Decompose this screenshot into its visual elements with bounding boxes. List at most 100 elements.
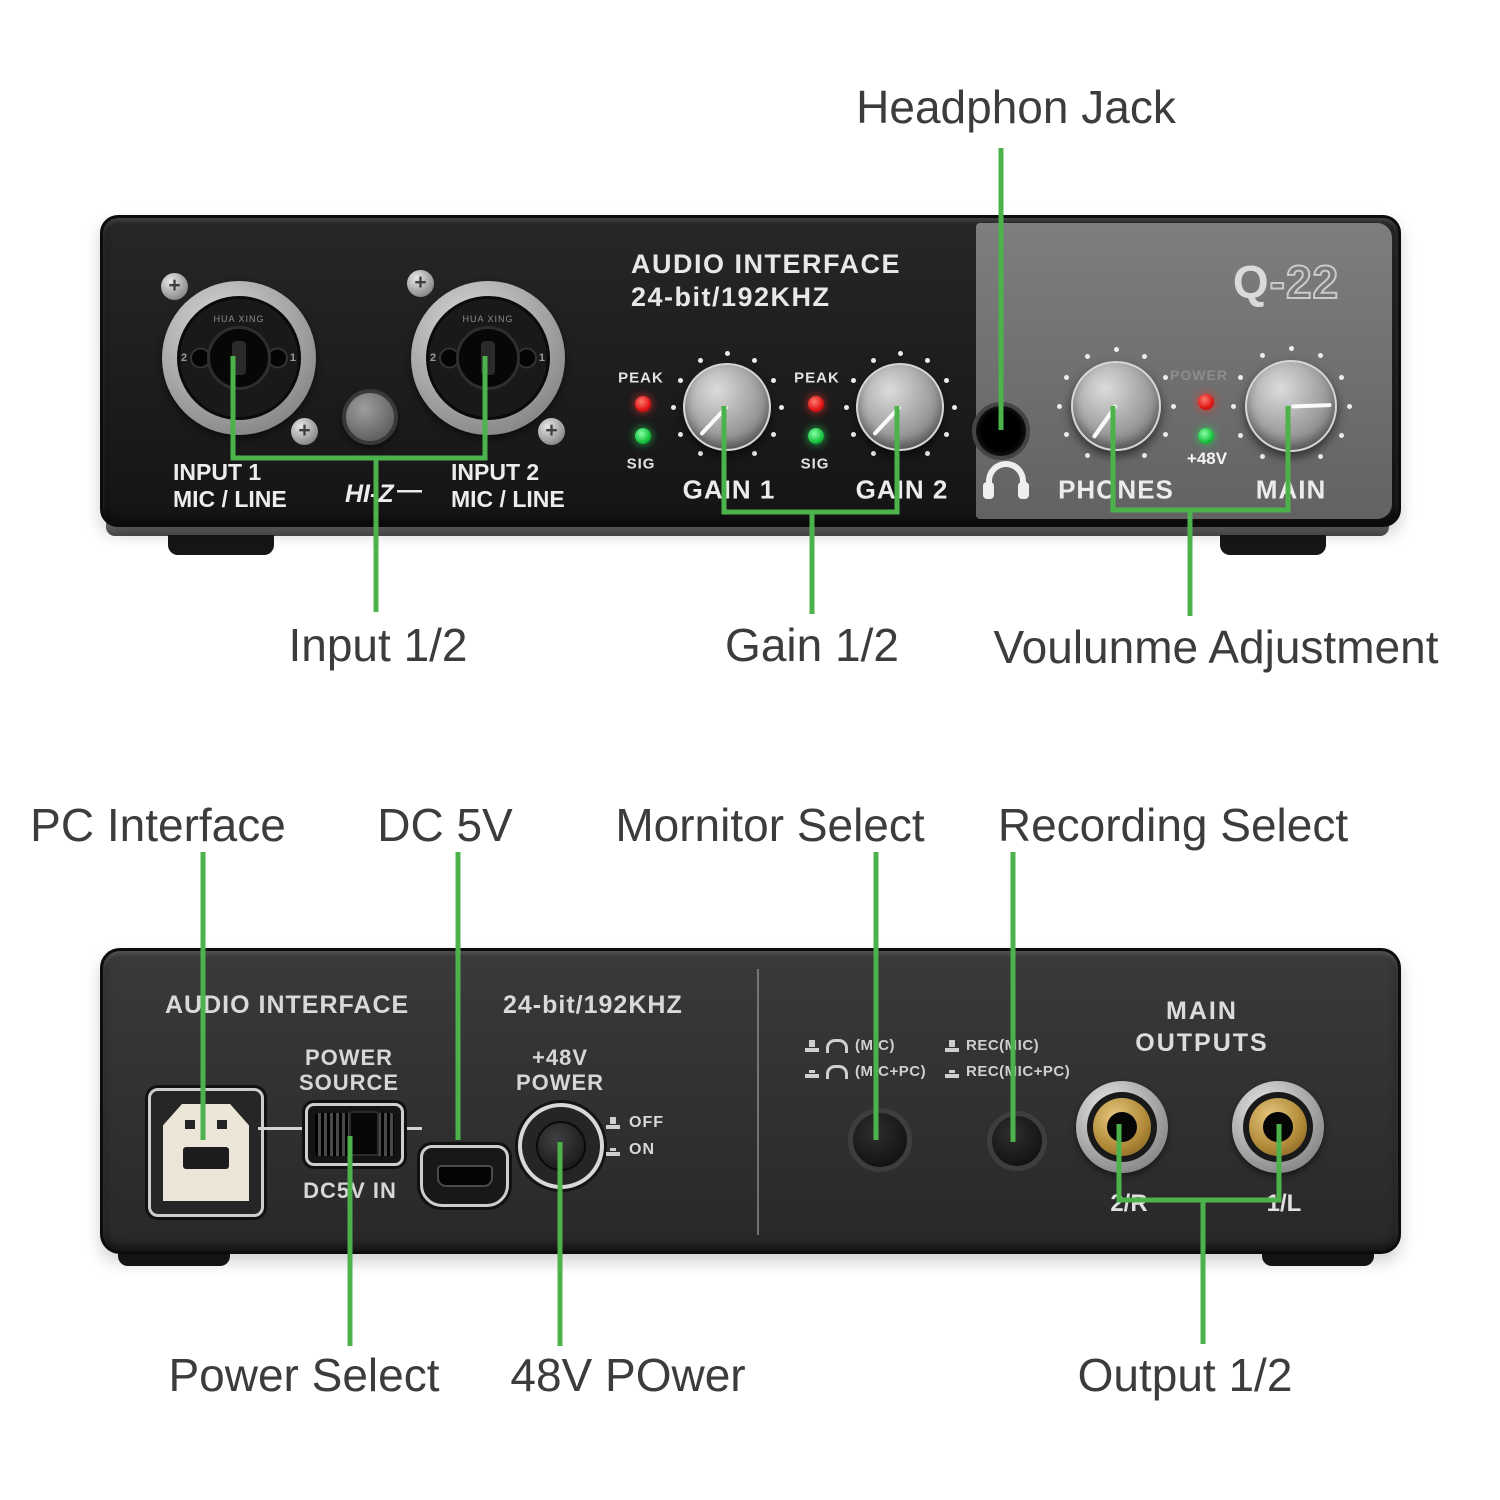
xlr-combo-jack-2: HUA XING 2 1 [411,281,565,435]
knob-tick-dot [1162,432,1168,437]
knob-tick-dot [850,377,856,383]
input2-mic-line: MIC / LINE [451,486,565,512]
panel-divider [757,969,759,1235]
knob-tick-dot [944,377,950,383]
headphone-arc-icon [826,1064,848,1079]
label-headphone-jack: Headphon Jack [856,81,1176,133]
screw-icon [407,270,434,297]
screw-icon [161,273,188,300]
button-in-icon [805,1066,819,1078]
sig-label-2: SIG [800,455,830,473]
audio-interface-back-panel: AUDIO INTERFACE 24-bit/192KHZ POWER SOUR… [100,948,1401,1254]
monitor-mode-row-1: (MIC) [805,1037,895,1054]
knob-tick-dot [1113,346,1119,352]
button-out-icon [805,1039,819,1052]
sig-led-1 [635,428,651,444]
monitor-select-button [848,1108,912,1172]
label-output-1-2: Output 1/2 [1077,1349,1293,1401]
xlr-latch-slot [232,341,246,375]
xlr-pin-number: 2 [181,352,188,364]
xlr-pin-number: 2 [430,352,437,364]
label-gain-1-2: Gain 1/2 [725,619,899,671]
input1-mic-line: MIC / LINE [173,486,287,512]
panel-link-line [258,1127,305,1130]
panel-link-line [398,1127,422,1130]
knob-tick-dot [870,357,876,363]
knob-tick-dot [924,451,930,457]
input1-label: INPUT 1 [173,459,262,485]
label-pc-interface: PC Interface [30,799,286,851]
headphone-pad [983,482,994,499]
jack-hole [1263,1112,1293,1142]
label-power-select: Power Select [168,1349,440,1401]
label-input-1-2: Input 1/2 [288,619,468,671]
label-48v-power: 48V POwer [510,1349,746,1401]
screw-icon [538,418,565,445]
on-label: ON [629,1141,655,1158]
power-source-caption: POWER SOURCE [299,1045,399,1095]
knob-tick-dot [843,404,849,410]
knob-tick-dot [677,431,683,437]
knob-pointer [699,405,729,437]
knob-tick-dot [1230,403,1236,409]
headphone-pad [1018,482,1029,499]
hi-z-label: HI-Z [345,480,394,508]
hi-z-dash: — [397,476,422,504]
usb-slot [183,1147,229,1170]
knob-tick-dot [1317,453,1323,459]
xlr-brand-text: HUA XING [213,314,265,324]
knob-tick-dot [1338,374,1344,380]
xlr-brand-text: HUA XING [462,314,514,324]
usb-b-connector [163,1104,249,1201]
hi-z-button [342,389,398,445]
input2-caption: INPUT 2 MIC / LINE [451,459,565,513]
p48-power-line2: POWER [515,1070,605,1095]
audio-interface-front-panel: HUA XING 2 1 HUA XING 2 1 AUDIO INTER [100,215,1401,527]
input1-caption: INPUT 1 MIC / LINE [173,459,287,513]
peak-led-1 [635,396,651,412]
dc5v-in-label: DC5V IN [303,1178,397,1203]
gain2-label: GAIN 2 [855,474,949,505]
peak-label-2: PEAK [794,369,840,387]
xlr-face: HUA XING 2 1 [426,296,550,420]
monitor-mode-2: (MIC+PC) [855,1063,927,1080]
knob-tick-dot [897,350,903,356]
peak-led-2 [808,396,824,412]
knob-tick-dot [1259,353,1265,359]
input2-label: INPUT 2 [451,459,540,485]
recording-mode-row-2: REC(MIC+PC) [945,1063,1070,1080]
knob-tick-dot [771,431,777,437]
headphone-jack [972,402,1030,460]
phones-knob [1071,361,1161,451]
phones-label: PHONES [1058,474,1174,505]
p48-power-line1: +48V [532,1045,588,1070]
button-in-icon [945,1066,959,1078]
xlr-pin-number: 1 [538,352,545,364]
xlr-pin-number: 1 [289,352,296,364]
front-foot-left [168,535,274,555]
sig-led-2 [808,428,824,444]
label-recording-select: Recording Select [997,799,1349,851]
knob-tick-dot [1142,354,1147,360]
label-dc-5v: DC 5V [377,799,513,851]
knob-tick-dot [677,377,683,383]
knob-tick-dot [1085,354,1090,360]
recording-mode-row-1: REC(MIC) [945,1037,1039,1054]
output-jack-1l [1232,1081,1324,1173]
recording-select-button [987,1111,1047,1171]
power-source-line1: POWER [304,1045,394,1070]
front-title-line1: AUDIO INTERFACE [631,249,902,279]
back-title-line1: AUDIO INTERFACE [165,991,410,1019]
main-label: MAIN [1255,474,1327,505]
knob-tick-dot [697,357,703,363]
gain1-knob [683,363,771,451]
front-foot-right [1220,535,1326,555]
knob-tick-dot [670,404,676,410]
micro-usb-port [420,1145,509,1207]
knob-tick-dot [944,431,950,437]
p48-power-button-cap [536,1121,586,1171]
model-logo: Q-22 [1233,255,1339,309]
main-outputs-caption: MAIN OUTPUTS [1135,995,1268,1059]
off-row: OFF [606,1114,664,1132]
